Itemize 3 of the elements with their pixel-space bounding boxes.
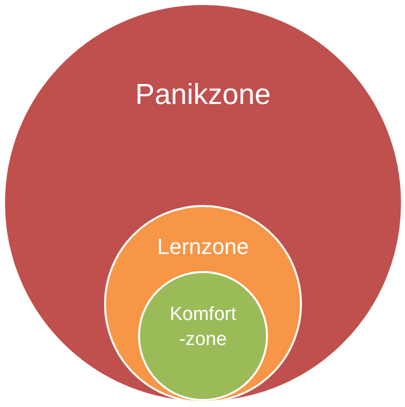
zone-label: Panikzone xyxy=(134,78,272,113)
zone-label: Lernzone xyxy=(156,233,250,261)
zone-label: Komfort -zone xyxy=(168,303,238,352)
